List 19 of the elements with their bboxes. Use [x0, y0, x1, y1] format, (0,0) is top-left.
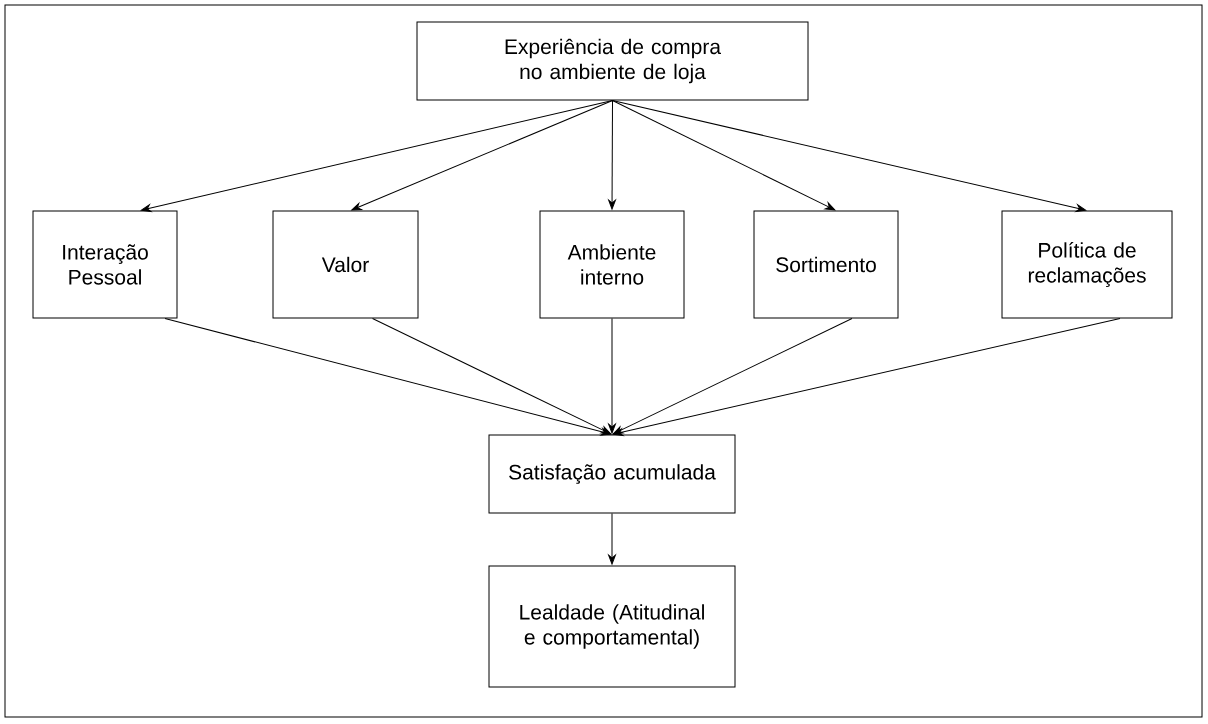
- process-box: Valor: [272, 210, 419, 319]
- process-box: Ambiente interno: [539, 210, 685, 319]
- process-box: Satisfação acumulada: [488, 434, 736, 514]
- arrow: [140, 100, 613, 212]
- arrow: [612, 100, 836, 211]
- process-box: Experiência de compra no ambiente de loja: [416, 21, 809, 101]
- arrow: [351, 100, 613, 211]
- arrow: [608, 100, 616, 210]
- process-box: Política de reclamações: [1001, 210, 1173, 319]
- arrow: [164, 318, 612, 436]
- process-box: Lealdade (Atitudinal e comportamental): [488, 565, 736, 688]
- process-box: Sortimento: [753, 210, 899, 319]
- arrow: [608, 318, 616, 434]
- arrow: [612, 318, 853, 435]
- arrow: [608, 513, 616, 565]
- arrow: [372, 318, 612, 435]
- process-box: Interação Pessoal: [32, 210, 178, 319]
- arrow: [612, 100, 1087, 212]
- arrow: [612, 318, 1121, 436]
